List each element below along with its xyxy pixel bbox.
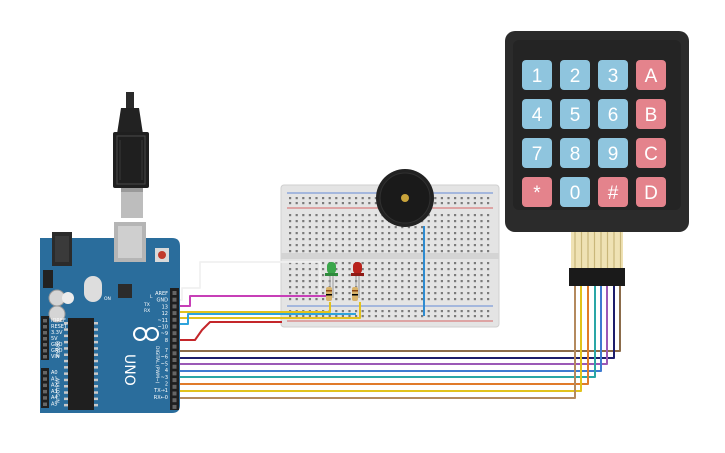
wire — [176, 286, 589, 385]
keypad-key-label: 6 — [608, 105, 619, 126]
digital-pin-label: GND — [157, 298, 169, 304]
keypad-key[interactable]: * — [522, 177, 552, 207]
power-pin-label: GND — [51, 348, 63, 354]
analog-title: ANALOG IN — [54, 378, 60, 403]
keypad-key[interactable]: 6 — [598, 99, 628, 129]
keypad-key-label: B — [645, 105, 658, 126]
keypad-key[interactable]: 3 — [598, 60, 628, 90]
keypad-key[interactable]: 7 — [522, 138, 552, 168]
keypad-key-label: A — [645, 66, 658, 87]
keypad-key-label: 1 — [532, 66, 543, 87]
wire — [176, 261, 321, 301]
digital-pin-label: 12 — [162, 311, 168, 317]
digital-title: DIGITAL (PWM~) — [154, 346, 160, 384]
rx-label: RX — [144, 308, 150, 314]
keypad-key[interactable]: 1 — [522, 60, 552, 90]
keypad-key-label: # — [608, 183, 619, 204]
digital-pin-label: ~10 — [157, 325, 168, 331]
keypad-key-label: D — [644, 183, 658, 204]
digital-pin-label: 8 — [165, 338, 168, 344]
keypad-key-label: 4 — [532, 105, 543, 126]
keypad-key-label: 5 — [570, 105, 581, 126]
keypad-key-label: 8 — [570, 144, 581, 165]
wire — [176, 302, 361, 319]
digital-pin-label: ~9 — [161, 331, 168, 337]
analog-pin-label: A2 — [51, 383, 58, 389]
power-title: POWER — [54, 341, 60, 358]
keypad-key-label: 3 — [608, 66, 619, 87]
wire — [176, 286, 621, 352]
digital-pin-label: 13 — [162, 304, 168, 310]
keypad-key[interactable]: C — [636, 138, 666, 168]
analog-pin-label: A1 — [51, 376, 58, 382]
power-pin-label: VIN — [51, 354, 60, 360]
wire — [176, 286, 602, 372]
wire — [176, 286, 582, 392]
wire — [176, 286, 596, 378]
usb-cable — [113, 92, 149, 218]
arduino-uno: UNO DIGITAL (PWM~) POWER ANALOG IN ON L … — [40, 222, 180, 413]
keypad-key[interactable]: A — [636, 60, 666, 90]
wire — [176, 286, 615, 359]
digital-pin-label: 2 — [165, 382, 168, 388]
digital-pin-label: 4 — [165, 368, 168, 374]
l-label: L — [150, 294, 153, 300]
buzzer — [376, 169, 434, 227]
keypad-key[interactable]: 4 — [522, 99, 552, 129]
digital-pin-label: TX→1 — [153, 388, 168, 394]
digital-pin-label: AREF — [155, 291, 168, 297]
power-pin-label: 5V — [51, 336, 58, 342]
keypad-key-label: 9 — [608, 144, 619, 165]
wire — [176, 295, 326, 307]
wire — [176, 313, 356, 325]
keypad-key[interactable]: 0 — [560, 177, 590, 207]
wire — [176, 286, 576, 399]
keypad-key[interactable]: B — [636, 99, 666, 129]
arduino-uno-label: UNO — [121, 354, 137, 386]
wire — [176, 302, 331, 313]
analog-pin-label: A5 — [51, 402, 58, 408]
resistors — [326, 287, 358, 301]
keypad-key-label: 7 — [532, 144, 543, 165]
digital-pin-label: ~3 — [161, 375, 168, 381]
keypad-key-label: * — [533, 183, 541, 204]
on-label: ON — [104, 296, 111, 302]
power-pin-label: GND — [51, 342, 63, 348]
keypad: 1 2 3 A 4 5 6 B 7 8 9 C * 0 # D — [505, 31, 689, 286]
keypad-key[interactable]: 5 — [560, 99, 590, 129]
keypad-key[interactable]: 2 — [560, 60, 590, 90]
keypad-ribbon — [569, 232, 625, 286]
digital-pin-label: ~6 — [161, 355, 168, 361]
power-pin-label: RESET — [51, 324, 68, 330]
tx-label: TX — [143, 302, 150, 308]
digital-pin-label: ~5 — [161, 361, 168, 367]
keypad-key-label: 0 — [570, 183, 581, 204]
wire — [176, 286, 608, 365]
analog-pin-label: A0 — [51, 370, 58, 376]
keypad-key-label: 2 — [570, 66, 581, 87]
keypad-key[interactable]: 9 — [598, 138, 628, 168]
power-pin-label: IOREF — [51, 318, 66, 324]
arduino-logo — [133, 327, 159, 341]
keypad-key[interactable]: 8 — [560, 138, 590, 168]
digital-pin-label: 7 — [165, 348, 168, 354]
power-pin-label: 3.3V — [51, 330, 63, 336]
digital-pin-label: ~11 — [157, 318, 168, 324]
analog-pin-label: A3 — [51, 389, 58, 395]
keypad-key[interactable]: D — [636, 177, 666, 207]
keypad-key[interactable]: # — [598, 177, 628, 207]
keypad-key-label: C — [644, 144, 658, 165]
digital-pin-label: RX←0 — [154, 395, 168, 401]
analog-pin-label: A4 — [51, 395, 58, 401]
